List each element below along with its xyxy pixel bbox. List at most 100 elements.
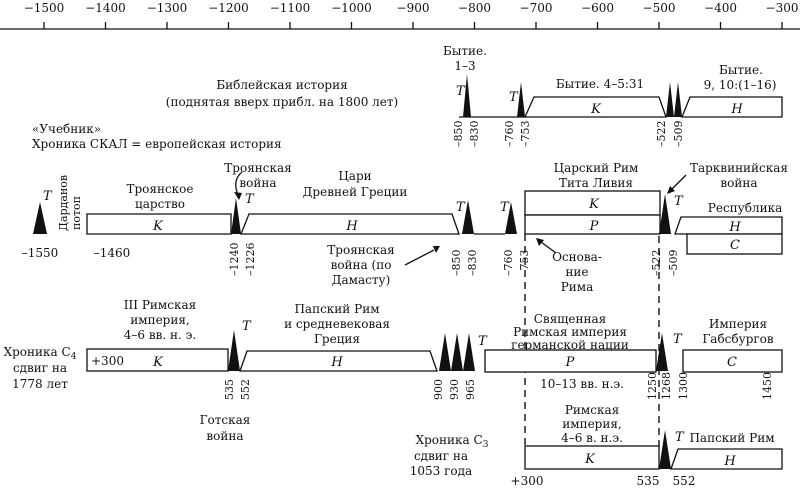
- date-label: –1550: [22, 246, 59, 260]
- t-marker: [33, 202, 47, 234]
- date-label: –522: [650, 250, 663, 277]
- t-letter: T: [456, 84, 466, 99]
- t-marker: [656, 333, 668, 371]
- bar-h: [240, 213, 460, 235]
- tarquin-label-b: война: [720, 176, 757, 190]
- t-letter: T: [245, 192, 255, 207]
- date-label: –830: [468, 121, 481, 148]
- bar-letter-k: K: [152, 355, 164, 370]
- date-label: –522: [655, 121, 668, 148]
- t-letter: T: [500, 200, 510, 215]
- genesis-1-3-label-a: Бытие.: [443, 44, 487, 58]
- t-marker: [659, 430, 671, 469]
- t-marker: [505, 202, 517, 234]
- t-letter: T: [242, 319, 252, 334]
- t-letter: T: [456, 200, 466, 215]
- papal-label-a: Папский Рим: [294, 302, 379, 316]
- royal-rome-label-a: Царский Рим: [554, 161, 639, 175]
- bar-h: [239, 350, 438, 372]
- bar-letter-p: P: [589, 219, 599, 234]
- axis-tick-label: −700: [520, 1, 553, 15]
- date-label: –1226: [244, 243, 257, 277]
- gothic-war-label-a: Готская: [200, 413, 251, 427]
- roman-empire-label-c: 4–6 в. н.э.: [561, 431, 623, 445]
- date-label: –850: [450, 250, 463, 277]
- plus300-label: +300: [91, 354, 124, 368]
- axis-tick-label: −900: [397, 1, 430, 15]
- t-marker: [517, 82, 525, 117]
- genesis-9-label-a: Бытие.: [719, 63, 763, 77]
- axis-tick-label: −300: [766, 1, 799, 15]
- t-letter: T: [509, 90, 519, 105]
- tarquin-arrow: [670, 174, 687, 191]
- date-label: 1300: [677, 372, 690, 400]
- chronicle-c4-label-b: сдвиг на: [13, 361, 67, 375]
- date-label: +300: [511, 474, 544, 488]
- bar-h: [681, 96, 783, 118]
- bar-k: [523, 96, 667, 118]
- date-label: –1240: [228, 243, 241, 277]
- date-label: 552: [239, 379, 252, 400]
- t-letter: T: [673, 332, 683, 347]
- bar-letter-h: H: [728, 220, 741, 235]
- axis-tick-label: −600: [581, 1, 614, 15]
- t-marker: [666, 82, 674, 117]
- habsburg-label-b: Габсбургов: [702, 332, 774, 346]
- bar-k: [86, 348, 229, 372]
- centuries-label: 10–13 вв. н.э.: [540, 377, 624, 391]
- third-rome-label-b: империя,: [130, 313, 190, 327]
- axis-tick-label: −1300: [147, 1, 188, 15]
- arrow-head: [667, 186, 675, 194]
- date-label: 535: [637, 474, 660, 488]
- arrow-head: [234, 192, 242, 200]
- bar-letter-c: C: [727, 355, 737, 370]
- bar-letter-k: K: [152, 219, 164, 234]
- papal-rome-label: Папский Рим: [689, 431, 774, 445]
- bar-c: [686, 233, 783, 255]
- genesis-9-label-b: 9, 10:(1–16): [704, 78, 777, 92]
- chronicle-c3-label-b: сдвиг на: [414, 449, 468, 463]
- date-label: –753: [519, 121, 532, 148]
- t-letter: T: [478, 334, 488, 349]
- textbook-label: «Учебник»: [32, 122, 101, 136]
- date-label: –830: [466, 250, 479, 277]
- date-label: 930: [448, 379, 461, 400]
- t-letter: T: [43, 189, 53, 204]
- chronicle-c3-label-c: 1053 года: [410, 464, 472, 478]
- trojan-dares-label-a: Троянская: [327, 243, 394, 257]
- chronicle-c4-label-c: 1778 лет: [12, 377, 68, 391]
- hre-label-b: Римская империя: [513, 325, 627, 339]
- arrow-head: [536, 238, 544, 246]
- date-label: 552: [673, 474, 696, 488]
- textbook-row: T Дарданов потоп Троянское царство K Тро…: [22, 161, 788, 294]
- bar-k: [524, 445, 660, 470]
- date-label: 965: [464, 379, 477, 400]
- gothic-war-label-b: война: [206, 429, 243, 443]
- trojan-dares-label-b: война (по: [331, 258, 392, 272]
- third-rome-label-c: 4–6 вв. н. э.: [124, 328, 196, 342]
- t-letter: T: [675, 430, 685, 445]
- axis-tick-label: −1200: [208, 1, 249, 15]
- habsburg-label-a: Империя: [709, 317, 767, 331]
- axis-tick-label: −400: [704, 1, 737, 15]
- date-label: –760: [503, 121, 516, 148]
- bar-c: [682, 349, 783, 373]
- t-marker: [463, 74, 471, 117]
- third-rome-label-a: III Римская: [124, 298, 196, 312]
- date-label: –509: [672, 121, 685, 148]
- chronicle-c4-name: Хроника С: [4, 345, 71, 359]
- bar-letter-c: C: [730, 238, 740, 253]
- bar-p: [524, 214, 661, 235]
- t-marker: [228, 330, 240, 371]
- troy-kingdom-label-b: царство: [135, 197, 185, 211]
- trojan-dares-label-c: Дамасту): [332, 273, 391, 287]
- bar-letter-p: P: [565, 355, 575, 370]
- date-label: –509: [667, 250, 680, 277]
- founding-label-a: Основа-: [552, 250, 602, 264]
- biblical-label-2: (поднятая вверх прибл. на 1800 лет): [166, 95, 398, 109]
- t-marker: [231, 198, 241, 234]
- founding-label-c: Рима: [561, 280, 594, 294]
- biblical-label-1: Библейская история: [216, 78, 347, 92]
- founding-label-b: ние: [565, 265, 588, 279]
- kings-label-a: Цари: [338, 169, 371, 183]
